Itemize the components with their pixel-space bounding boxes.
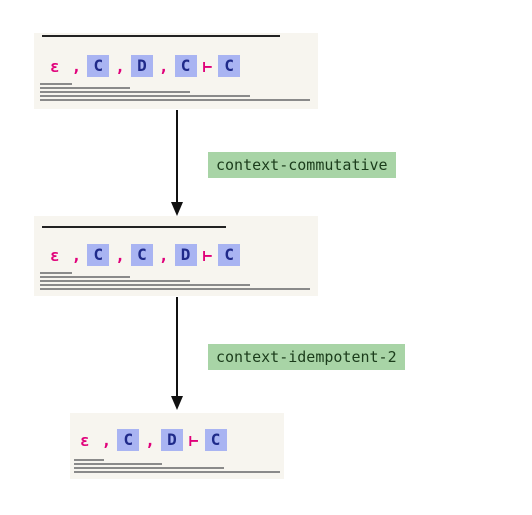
- rule-label-1[interactable]: context-commutative: [208, 152, 396, 178]
- comma: ,: [115, 245, 125, 265]
- derivation-arrow-line: [176, 297, 178, 397]
- comma: ,: [145, 430, 155, 450]
- turnstile-symbol: ⊢: [202, 245, 213, 265]
- sequent-3-underline-1: [74, 459, 104, 461]
- sequent-2-underline-4: [40, 284, 250, 286]
- turnstile-symbol: ⊢: [202, 56, 213, 76]
- sequent-2-underline-1: [40, 272, 72, 274]
- sequent-2-underline-3: [40, 280, 190, 282]
- epsilon-symbol: ε: [50, 56, 60, 76]
- sequent-2-underline-5: [40, 288, 310, 290]
- sequent-1-underline-5: [40, 99, 310, 101]
- sequent-3-formula: ε , C , D ⊢ C: [80, 429, 284, 451]
- consequent-box[interactable]: C: [204, 429, 227, 451]
- antecedent-box[interactable]: D: [160, 429, 183, 451]
- epsilon-symbol: ε: [80, 430, 90, 450]
- sequent-3-underline-2: [74, 463, 162, 465]
- sequent-1-underline-4: [40, 95, 250, 97]
- sequent-1[interactable]: ε , C , D , C ⊢ C: [34, 33, 318, 109]
- antecedent-box[interactable]: D: [174, 244, 197, 266]
- comma: ,: [101, 430, 112, 450]
- epsilon-symbol: ε: [50, 245, 60, 265]
- sequent-2-top-rule: [42, 226, 226, 228]
- consequent-box[interactable]: C: [218, 244, 241, 266]
- antecedent-box[interactable]: C: [117, 429, 140, 451]
- antecedent-box[interactable]: C: [87, 244, 110, 266]
- sequent-2-formula: ε , C , C , D ⊢ C: [50, 244, 318, 266]
- antecedent-box[interactable]: C: [130, 244, 153, 266]
- comma: ,: [158, 245, 169, 265]
- comma: ,: [71, 245, 82, 265]
- sequent-3[interactable]: ε , C , D ⊢ C: [70, 413, 284, 479]
- sequent-3-underline-4: [74, 471, 280, 473]
- derivation-arrow-line: [176, 110, 178, 204]
- derivation-arrow-head: [171, 202, 183, 216]
- sequent-3-underline-3: [74, 467, 224, 469]
- sequent-1-underline-2: [40, 87, 130, 89]
- comma: ,: [158, 56, 169, 76]
- rule-label-2[interactable]: context-idempotent-2: [208, 344, 405, 370]
- turnstile-symbol: ⊢: [188, 430, 199, 450]
- comma: ,: [71, 56, 82, 76]
- comma: ,: [115, 56, 125, 76]
- derivation-arrow-head: [171, 396, 183, 410]
- sequent-2-underline-2: [40, 276, 130, 278]
- sequent-1-underline-1: [40, 83, 72, 85]
- antecedent-box[interactable]: C: [87, 55, 110, 77]
- antecedent-box[interactable]: D: [130, 55, 153, 77]
- antecedent-box[interactable]: C: [174, 55, 197, 77]
- sequent-1-top-rule: [42, 35, 280, 37]
- sequent-1-underline-3: [40, 91, 190, 93]
- sequent-2[interactable]: ε , C , C , D ⊢ C: [34, 216, 318, 296]
- sequent-1-formula: ε , C , D , C ⊢ C: [50, 55, 318, 77]
- consequent-box[interactable]: C: [218, 55, 241, 77]
